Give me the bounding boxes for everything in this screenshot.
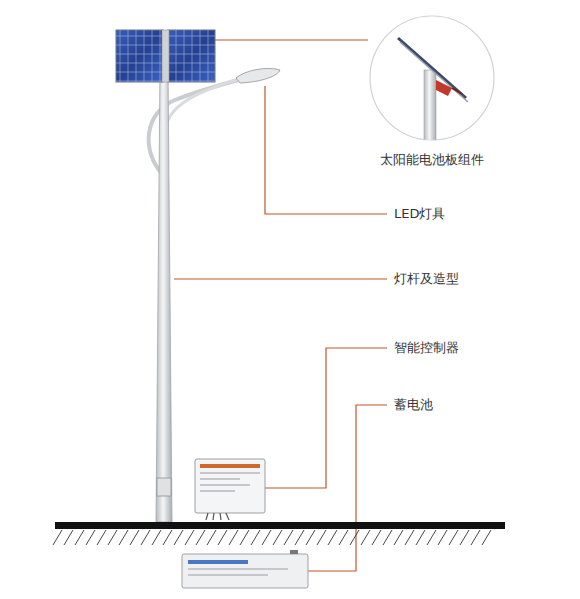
part-label: 灯杆及造型 [393,271,460,287]
hatch-line [427,530,436,545]
led-lamp [236,68,280,83]
hatch-line [53,530,62,545]
hatch-line [119,530,128,545]
hatch-line [130,530,139,545]
lamp-pole [156,70,172,522]
battery [182,550,308,588]
hatch-line [218,530,227,545]
part-label: 太阳能电池板组件 [379,152,485,168]
hatch-line [416,530,425,545]
hatch-line [350,530,359,545]
hatch-line [240,530,249,545]
hatch-line [262,530,271,545]
hatch-line [141,530,150,545]
hatch-line [273,530,282,545]
hatch-line [328,530,337,545]
hatch-line [163,530,172,545]
hatch-line [108,530,117,545]
hatch-line [152,530,161,545]
hatch-line [64,530,73,545]
hatch-line [295,530,304,545]
hatch-line [75,530,84,545]
hatch-line [196,530,205,545]
smart-controller [195,459,265,520]
solar-panels [116,30,215,82]
hatch-line [460,530,469,545]
leader-lines [174,40,387,571]
hatch-line [383,530,392,545]
hatch-line [97,530,106,545]
hatch-line [405,530,414,545]
hatch-line [86,530,95,545]
hatch-line [471,530,480,545]
hatch-line [317,530,326,545]
hatch-line [229,530,238,545]
hatch-line [306,530,315,545]
hatch-line [438,530,447,545]
hatch-line [361,530,370,545]
part-label: 智能控制器 [393,340,460,356]
hatch-line [372,530,381,545]
hatch-line [394,530,403,545]
hatch-line [284,530,293,545]
ground [53,522,505,545]
hatch-line [185,530,194,545]
hatch-line [339,530,348,545]
pole-door [157,478,171,496]
part-label: 蓄电池 [393,397,434,413]
part-label: LED灯具 [393,206,446,222]
hatch-line [174,530,183,545]
hatch-line [449,530,458,545]
panel-bracket-inset [370,16,494,160]
hatch-line [251,530,260,545]
hatch-line [482,530,491,545]
hatch-line [207,530,216,545]
